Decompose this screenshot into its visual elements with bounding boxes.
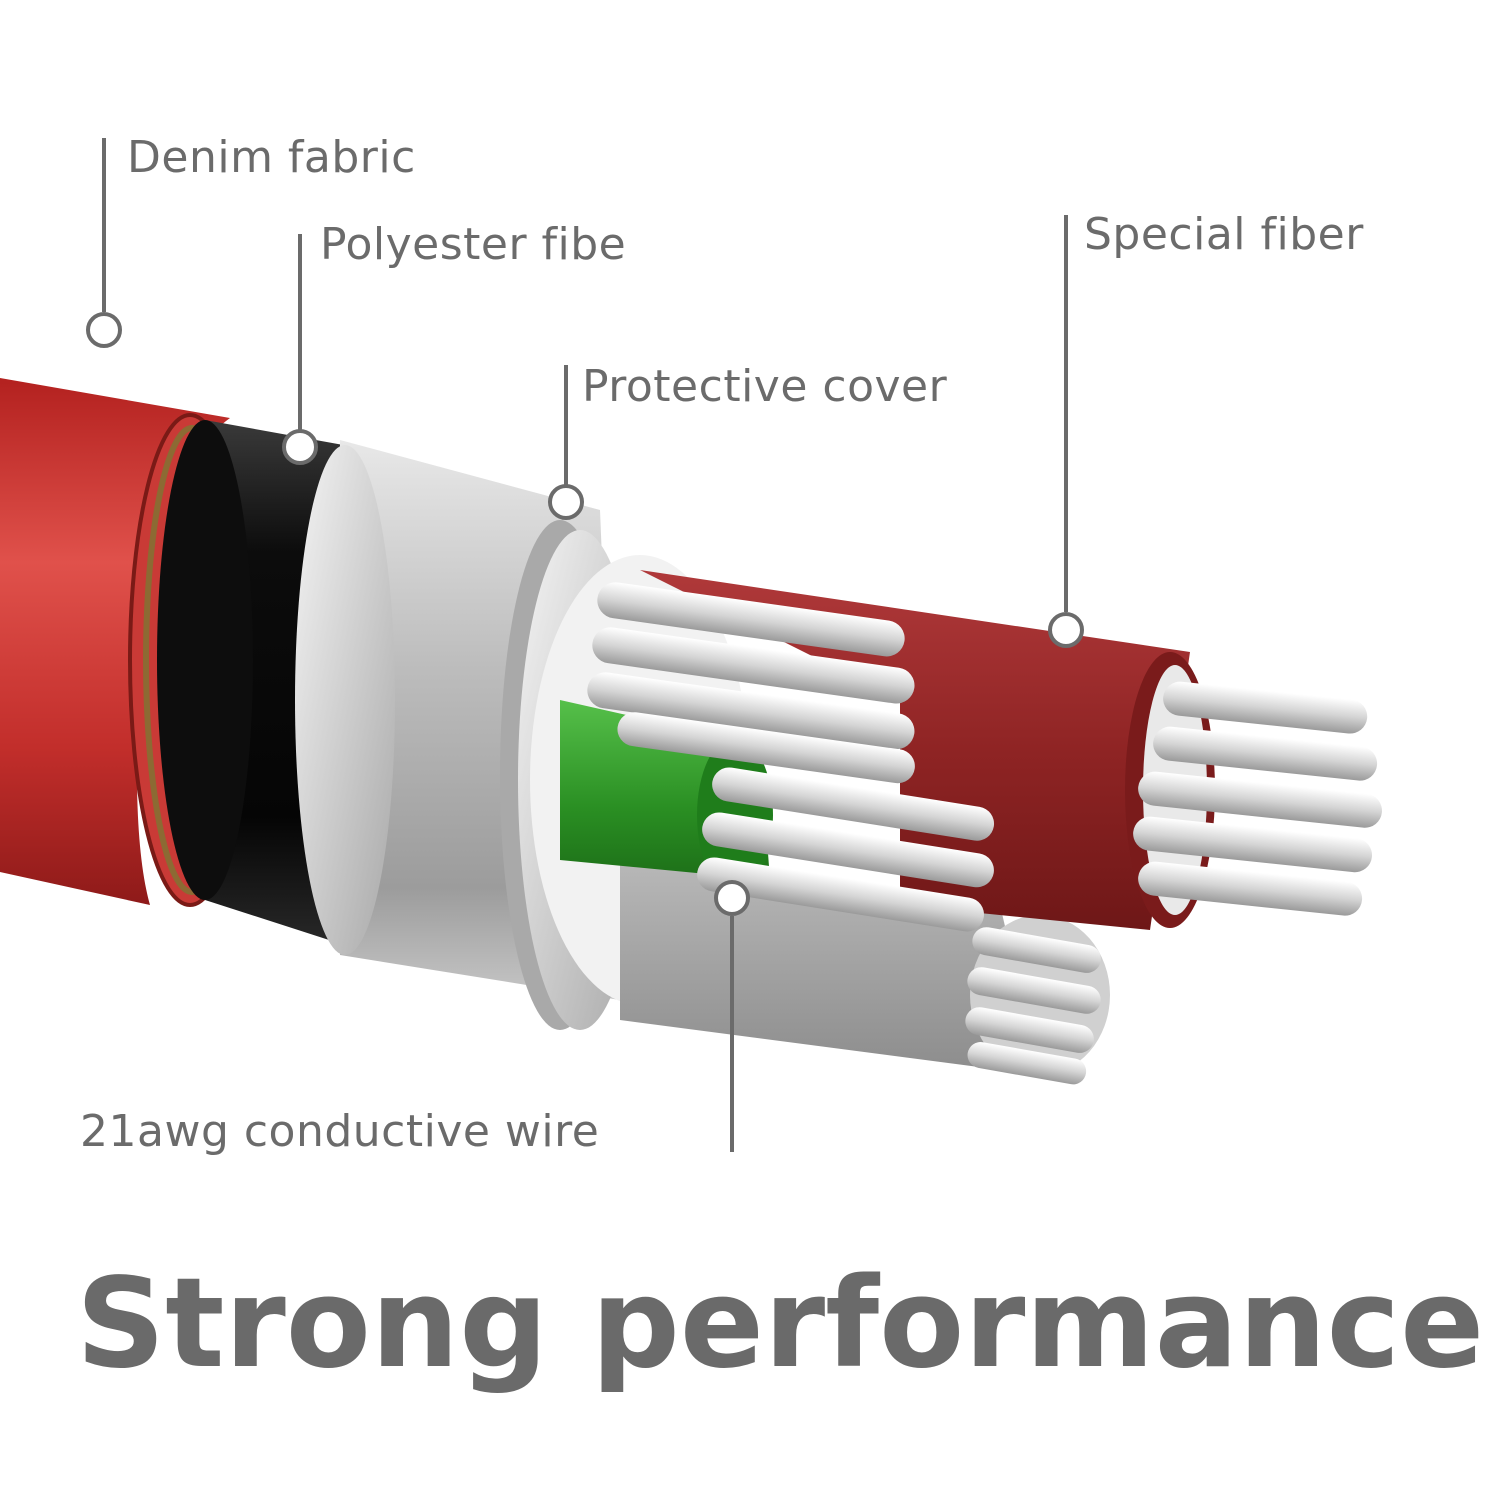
middle-strand-bundle — [697, 767, 995, 932]
right-strand-bundle — [1133, 681, 1382, 916]
conductive-wire-label: 21awg conductive wire — [80, 1106, 600, 1157]
denim-callout-marker — [86, 312, 122, 348]
protective-callout-marker — [548, 484, 584, 520]
bottom-strand-bundle — [965, 927, 1101, 1085]
protective-cover-label: Protective cover — [582, 361, 948, 412]
headline: Strong performance — [76, 1252, 1485, 1396]
polyester-callout-marker — [282, 429, 318, 465]
denim-fabric-label: Denim fabric — [127, 132, 416, 183]
conductive-callout-marker — [714, 880, 750, 916]
polyester-fiber-label: Polyester fibe — [320, 219, 627, 270]
special-callout-marker — [1048, 612, 1084, 648]
top-strand-bundle — [587, 582, 915, 784]
special-fiber-label: Special fiber — [1084, 209, 1364, 260]
